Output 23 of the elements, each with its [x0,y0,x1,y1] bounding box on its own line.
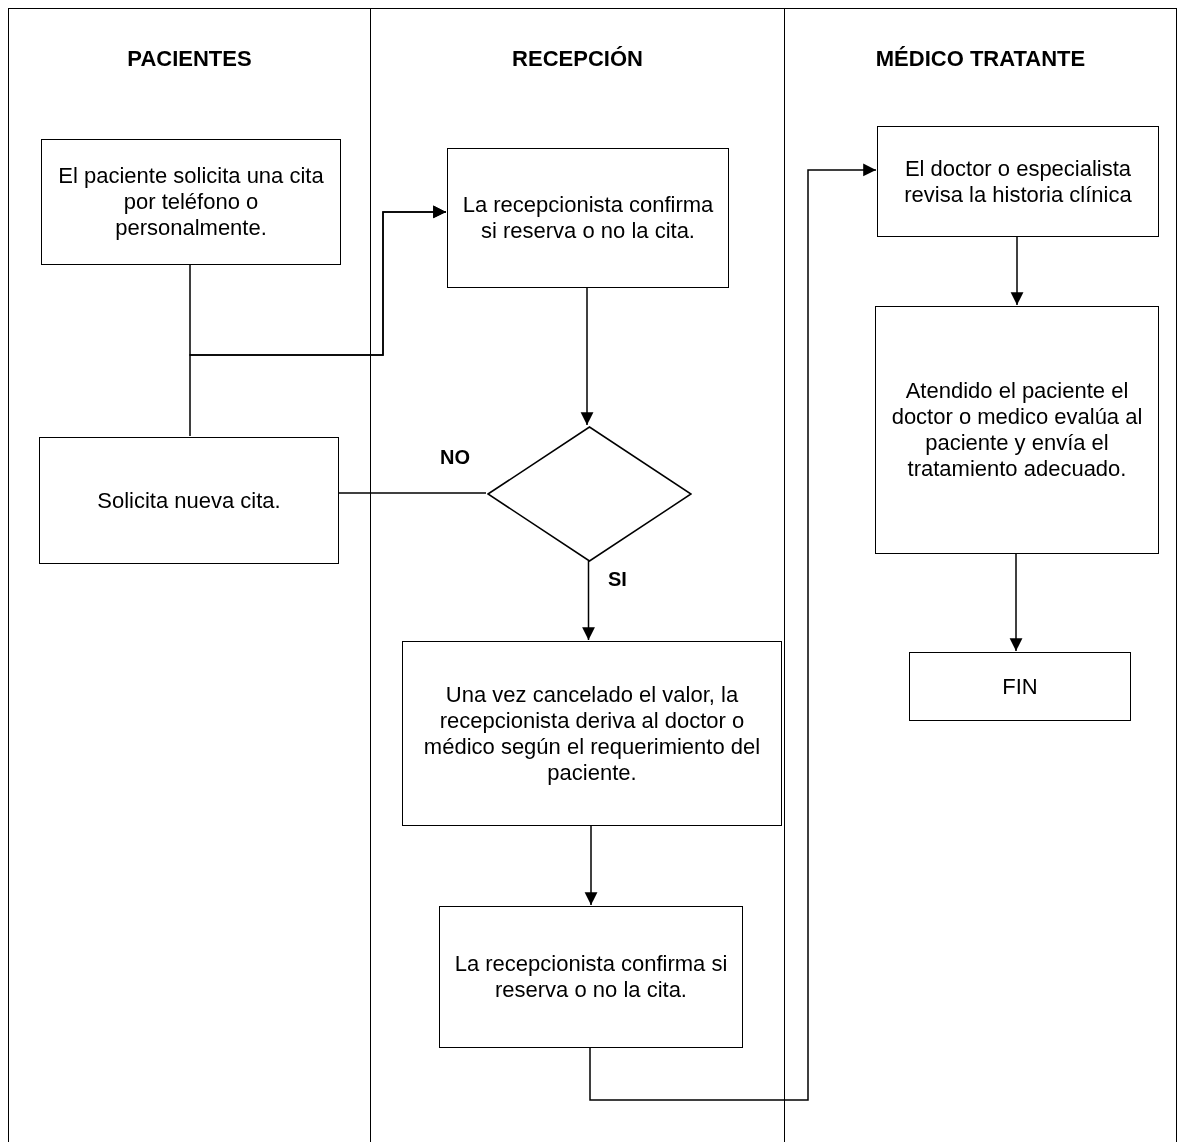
process-box: El paciente solicita una cita por teléfono o personalmente. [41,139,341,265]
process-box: Atendido el paciente el doctor o medico evalúa al paciente y envía el tratamiento adecuado. [875,306,1159,554]
process-box: La recepcionista confirma si reserva o no la cita. [439,906,743,1048]
lane-title: MÉDICO TRATANTE [874,46,1087,72]
arrow [584,824,598,906]
decision-diamond [487,426,692,562]
arrow [1010,235,1024,306]
arrow [589,163,877,1101]
process-box: El doctor o especialista revisa la historia clínica [877,126,1159,237]
lane-title: RECEPCIÓN [511,46,644,72]
arrow [580,286,594,426]
swimlane [8,8,370,1142]
process-box: La recepcionista confirma si reserva o no la cita. [447,148,729,288]
process-box: Solicita nueva cita. [39,437,339,564]
arrow [582,560,595,641]
lane-title: PACIENTES [126,46,253,72]
arrow [1009,552,1023,652]
swimlane [370,8,784,1142]
process-box: Una vez cancelado el valor, la recepcionista deriva al doctor o médico según el requerimiento del paciente. [402,641,782,826]
connector-line [337,492,487,494]
swimlane [784,8,1177,1142]
arrow [189,205,447,437]
process-box: FIN [909,652,1131,721]
